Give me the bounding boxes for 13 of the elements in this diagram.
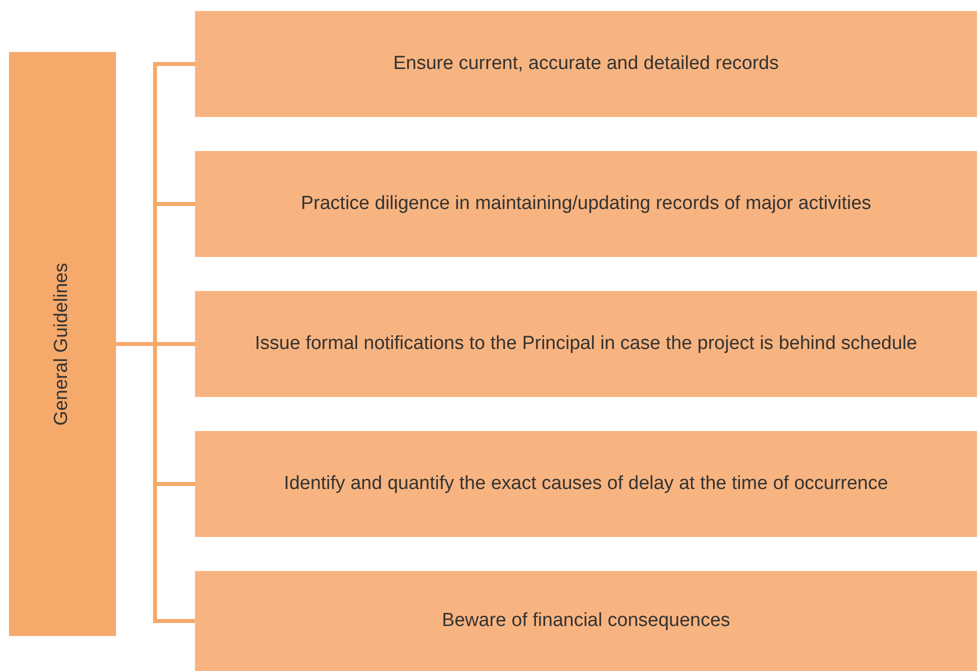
guideline-box	[195, 571, 977, 671]
connector-line	[116, 342, 195, 623]
guideline-text: Identify and quantify the exact causes of delay at the time of occurrence	[284, 472, 888, 496]
guideline-box	[195, 431, 977, 537]
category-label: General Guidelines	[50, 262, 74, 426]
guideline-text: Beware of financial consequences	[442, 608, 730, 633]
guideline-box	[195, 291, 977, 397]
guideline-box	[195, 11, 977, 117]
guideline-text: Issue formal notifications to the Principal in case the project is behind schedule	[254, 332, 918, 356]
guideline-box	[195, 151, 977, 257]
guideline-text: Ensure current, accurate and detailed records	[393, 52, 779, 76]
category-bar	[9, 52, 116, 636]
guideline-text: Practice diligence in maintaining/updating records of major activities	[300, 192, 872, 216]
